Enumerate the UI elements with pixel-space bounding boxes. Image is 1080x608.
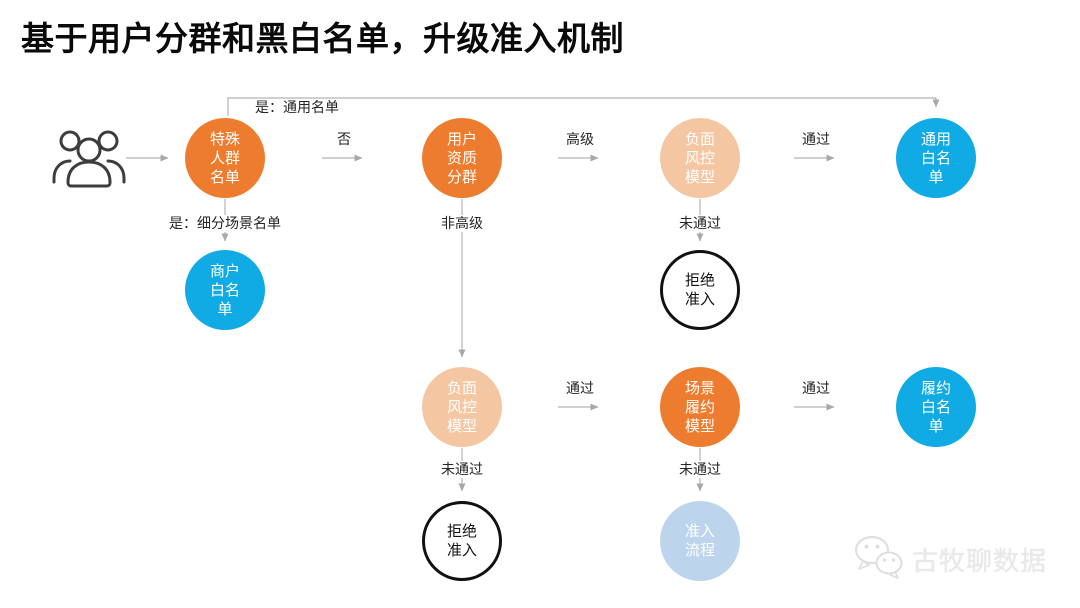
edge-label-pass-2: 通过 xyxy=(563,380,597,397)
node-deny-access-bottom: 拒绝 准入 xyxy=(422,501,502,581)
node-label: 拒绝 准入 xyxy=(684,272,715,308)
node-label: 负面 风控 模型 xyxy=(684,130,715,186)
chat-bubbles-icon xyxy=(852,533,906,586)
node-label: 特殊 人群 名单 xyxy=(209,130,240,186)
node-scenario-performance-model: 场景 履约 模型 xyxy=(660,367,740,447)
edge-label-no: 否 xyxy=(334,131,354,148)
node-deny-access-top: 拒绝 准入 xyxy=(660,250,740,330)
node-label: 通用 白名 单 xyxy=(920,130,951,186)
node-general-whitelist: 通用 白名 单 xyxy=(896,118,976,198)
node-negative-risk-model-top: 负面 风控 模型 xyxy=(660,118,740,198)
users-group-icon xyxy=(50,126,128,195)
watermark: 古牧聊数据 xyxy=(852,533,1047,586)
edge-label-fail-1: 未通过 xyxy=(676,215,724,232)
node-label: 拒绝 准入 xyxy=(446,523,477,559)
edge-label-pass-1: 通过 xyxy=(799,131,833,148)
edge-label-pass-3: 通过 xyxy=(799,380,833,397)
node-special-crowd-list: 特殊 人群 名单 xyxy=(185,118,265,198)
page-title: 基于用户分群和黑白名单，升级准入机制 xyxy=(21,20,624,57)
node-merchant-whitelist: 商户 白名 单 xyxy=(185,250,265,330)
node-label: 场景 履约 模型 xyxy=(684,379,715,435)
node-access-process: 准入 流程 xyxy=(660,501,740,581)
node-label: 履约 白名 单 xyxy=(920,379,951,435)
node-user-qualification-segment: 用户 资质 分群 xyxy=(422,118,502,198)
edge-label-non-advanced: 非高级 xyxy=(438,215,486,232)
node-label: 用户 资质 分群 xyxy=(446,130,477,186)
node-performance-whitelist: 履约 白名 单 xyxy=(896,367,976,447)
node-label: 准入 流程 xyxy=(684,523,715,559)
edge-label-fail-2: 未通过 xyxy=(438,461,486,478)
edge-label-fail-3: 未通过 xyxy=(676,461,724,478)
watermark-label: 古牧聊数据 xyxy=(912,546,1048,576)
node-label: 负面 风控 模型 xyxy=(446,379,477,435)
node-negative-risk-model-bottom: 负面 风控 模型 xyxy=(422,367,502,447)
node-label: 商户 白名 单 xyxy=(209,262,240,318)
edge-label-yes-segmented: 是：细分场景名单 xyxy=(166,215,284,232)
edge-label-yes-general: 是：通用名单 xyxy=(252,99,342,116)
edge-label-advanced: 高级 xyxy=(563,131,597,148)
